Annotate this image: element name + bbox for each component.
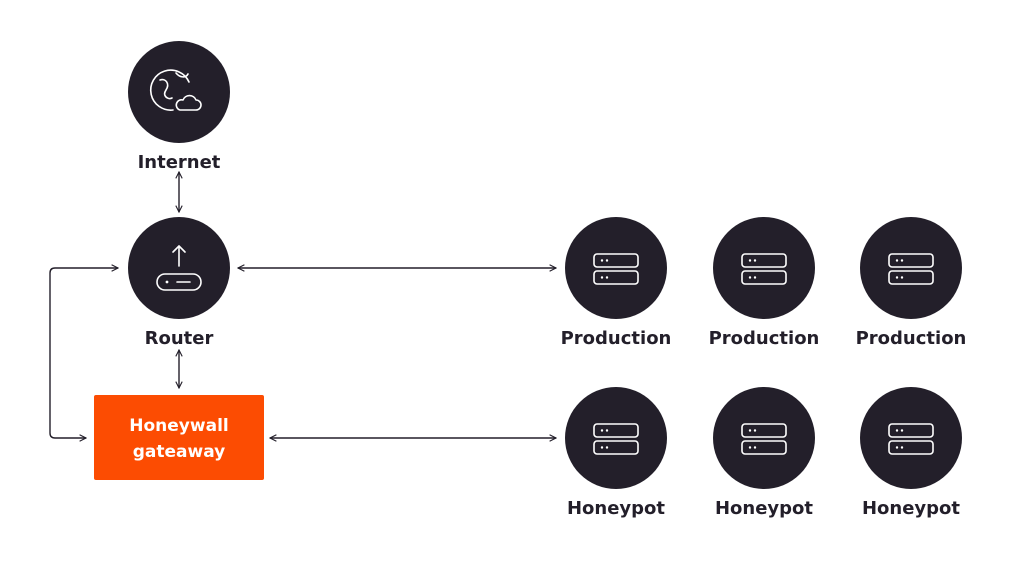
honeypot-label-2: Honeypot xyxy=(715,498,813,519)
honeywall-label-line1: Honeywall xyxy=(129,416,228,436)
honeypot-label-3: Honeypot xyxy=(862,498,960,519)
production-node-3 xyxy=(860,217,962,319)
server-icon xyxy=(593,423,639,455)
globe-cloud-icon xyxy=(149,69,202,111)
production-node-2 xyxy=(713,217,815,319)
honeypot-node-1 xyxy=(565,387,667,489)
router-icon xyxy=(156,245,202,291)
internet-node xyxy=(128,41,230,143)
honeywall-gateway-box: Honeywall gateaway xyxy=(94,395,264,480)
production-label-1: Production xyxy=(561,328,672,349)
production-label-3: Production xyxy=(856,328,967,349)
router-label: Router xyxy=(145,328,214,349)
honeypot-node-3 xyxy=(860,387,962,489)
server-icon xyxy=(741,253,787,285)
production-label-2: Production xyxy=(709,328,820,349)
server-icon xyxy=(741,423,787,455)
server-icon xyxy=(888,253,934,285)
router-honeywall-loop-connector xyxy=(49,268,118,438)
honeypot-node-2 xyxy=(713,387,815,489)
honeywall-label-line2: gateaway xyxy=(133,442,226,462)
production-node-1 xyxy=(565,217,667,319)
router-node xyxy=(128,217,230,319)
internet-label: Internet xyxy=(138,152,221,173)
server-icon xyxy=(593,253,639,285)
server-icon xyxy=(888,423,934,455)
honeypot-label-1: Honeypot xyxy=(567,498,665,519)
